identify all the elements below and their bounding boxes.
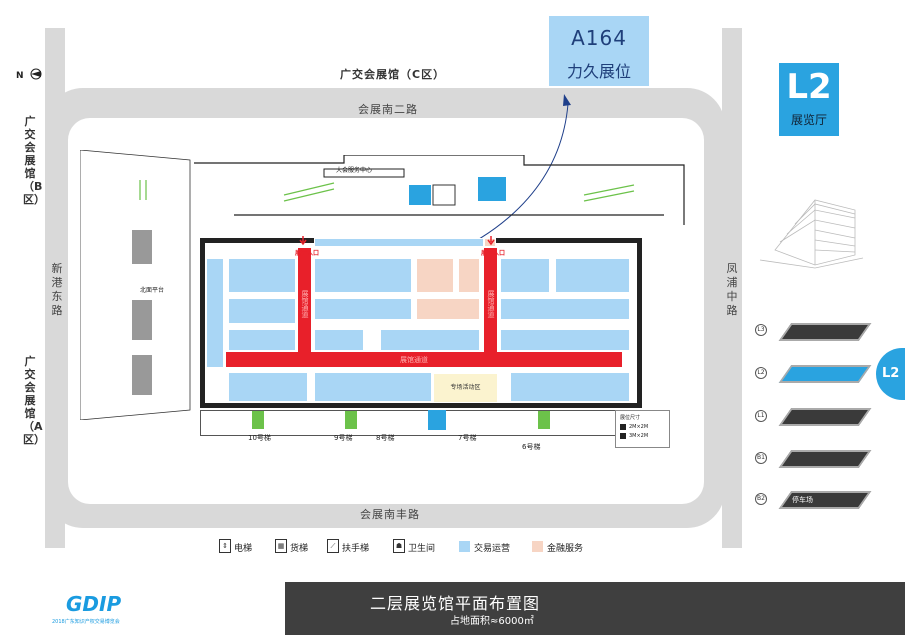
entrance-west-label: 展馆入口 bbox=[295, 250, 320, 257]
road-bottom-label: 会展南丰路 bbox=[360, 508, 420, 521]
road-left-label: 新港东路 bbox=[51, 262, 63, 317]
booth-size-legend: 展位尺寸 2M×2M 3M×2M bbox=[615, 410, 670, 448]
floor-b1 bbox=[778, 450, 872, 468]
hall-north-outline bbox=[194, 154, 685, 225]
booth-block[interactable] bbox=[380, 329, 480, 351]
entrance-west-arrow-icon bbox=[299, 236, 307, 246]
north-platform-outline bbox=[80, 150, 191, 420]
finance-booth-block[interactable] bbox=[458, 258, 480, 293]
booth-size-row: 2M×2M bbox=[620, 424, 669, 430]
booth-block[interactable] bbox=[314, 298, 412, 320]
building-north-label: 广交会展馆（C区） bbox=[340, 68, 446, 81]
booth-block[interactable] bbox=[314, 372, 432, 402]
legend-trade-swatch bbox=[459, 541, 470, 552]
east-vertical-aisle bbox=[484, 248, 497, 353]
booth-size-1: 2M×2M bbox=[629, 424, 649, 430]
compass: N bbox=[16, 63, 44, 81]
booth-size-2: 3M×2M bbox=[629, 433, 649, 439]
floor-l2 bbox=[778, 365, 872, 383]
booth-block[interactable] bbox=[206, 258, 224, 368]
booth-size-row: 3M×2M bbox=[620, 433, 669, 439]
hall-north-structure bbox=[194, 154, 694, 230]
booth-size-title: 展位尺寸 bbox=[620, 415, 641, 421]
level-badge-label: 展览厅 bbox=[790, 113, 827, 127]
parking-label: 停车场 bbox=[792, 496, 813, 504]
finance-booth-block[interactable] bbox=[416, 258, 454, 293]
elevator-icon bbox=[345, 411, 357, 429]
gdip-logo-sub: 2018广东知识产权交易博览会 bbox=[52, 619, 120, 625]
map-area: 占地面积≈6000㎡ bbox=[450, 616, 534, 627]
legend-finance: 金融服务 bbox=[547, 544, 584, 554]
floor-label-l1: L1 bbox=[755, 410, 767, 422]
footer-title-bar bbox=[285, 582, 905, 635]
elevator-7-label: 7号梯 bbox=[458, 434, 477, 442]
north-arrow-icon bbox=[30, 68, 42, 79]
booth-block[interactable] bbox=[228, 258, 296, 293]
map-title: 二层展览馆平面布置图 bbox=[369, 594, 540, 613]
current-floor-tab[interactable]: L2 bbox=[876, 348, 905, 400]
west-vertical-aisle bbox=[298, 248, 311, 353]
restroom-icon bbox=[428, 410, 446, 430]
building-west-bottom-label: 广交会展馆（A区） bbox=[23, 355, 45, 446]
booth-block[interactable] bbox=[314, 258, 412, 293]
elevator-6-label: 6号梯 bbox=[522, 443, 541, 451]
elevator-10-label: 10号梯 bbox=[248, 434, 271, 442]
service-center-label: 大会服务中心 bbox=[336, 167, 373, 174]
road-top-label: 会展南二路 bbox=[358, 103, 418, 116]
booth-row-north[interactable] bbox=[314, 238, 484, 247]
booth-block[interactable] bbox=[500, 258, 550, 293]
entrance-east-label: 展馆入口 bbox=[481, 250, 506, 257]
legend-elevator: 电梯 bbox=[234, 544, 253, 554]
freight-elevator-icon: ▦ bbox=[275, 539, 287, 553]
elevator-icon bbox=[252, 411, 264, 429]
callout-booth-code: A164 bbox=[571, 26, 627, 50]
north-platform-label: 北面平台 bbox=[140, 287, 165, 294]
legend-freight: 货梯 bbox=[290, 544, 309, 554]
east-aisle-label: 展馆通道 bbox=[487, 290, 495, 318]
callout-exhibitor-name: 力久展位 bbox=[566, 62, 631, 81]
floor-label-b1: B1 bbox=[755, 452, 767, 464]
west-aisle-label: 展馆通道 bbox=[301, 290, 309, 318]
floor-l3 bbox=[778, 323, 872, 341]
building-west-top-label: 广交会展馆（B区） bbox=[23, 115, 45, 206]
road-right-label: 凤浦中路 bbox=[726, 262, 738, 317]
main-horizontal-aisle bbox=[226, 352, 622, 367]
booth-block[interactable] bbox=[228, 372, 308, 402]
legend-trade: 交易运营 bbox=[474, 544, 511, 554]
west-road-strip bbox=[45, 28, 65, 548]
legend-restroom: 卫生间 bbox=[408, 544, 436, 554]
booth-callout: A164 力久展位 bbox=[549, 16, 649, 86]
booth-block[interactable] bbox=[555, 258, 630, 293]
booth-block[interactable] bbox=[510, 372, 630, 402]
building-sketch-icon bbox=[759, 199, 864, 269]
legend-finance-swatch bbox=[532, 541, 543, 552]
compass-north-label: N bbox=[16, 71, 24, 81]
booth-block[interactable] bbox=[228, 298, 296, 324]
floor-label-l3: L3 bbox=[755, 324, 767, 336]
level-badge-level: L2 bbox=[786, 67, 832, 107]
escalator-icon: ⟋ bbox=[327, 539, 339, 553]
level-badge: L2 展览厅 bbox=[779, 63, 839, 136]
floor-label-b2: B2 bbox=[755, 493, 767, 505]
entrance-east-arrow-icon bbox=[487, 236, 495, 246]
main-aisle-label: 展馆通道 bbox=[400, 356, 428, 364]
booth-block[interactable] bbox=[228, 329, 296, 351]
elevator-9-label: 9号梯 bbox=[334, 434, 353, 442]
booth-block[interactable] bbox=[500, 298, 630, 320]
elevator-icon bbox=[538, 411, 550, 429]
booth-size-swatch bbox=[620, 433, 626, 439]
elevator-8-label: 8号梯 bbox=[376, 434, 395, 442]
restroom-icon: ☗ bbox=[393, 539, 405, 553]
booth-block[interactable] bbox=[500, 329, 630, 351]
gdip-logo: GDIP bbox=[66, 592, 122, 616]
floor-l1 bbox=[778, 408, 872, 426]
booth-size-swatch bbox=[620, 424, 626, 430]
floor-label-l2: L2 bbox=[755, 367, 767, 379]
elevator-icon: ⇕ bbox=[219, 539, 231, 553]
booth-block[interactable] bbox=[314, 329, 364, 351]
legend-escalator: 扶手梯 bbox=[342, 544, 370, 554]
finance-booth-block[interactable] bbox=[416, 298, 480, 320]
activity-area: 专场活动区 bbox=[434, 374, 497, 402]
east-road-strip bbox=[722, 28, 742, 548]
